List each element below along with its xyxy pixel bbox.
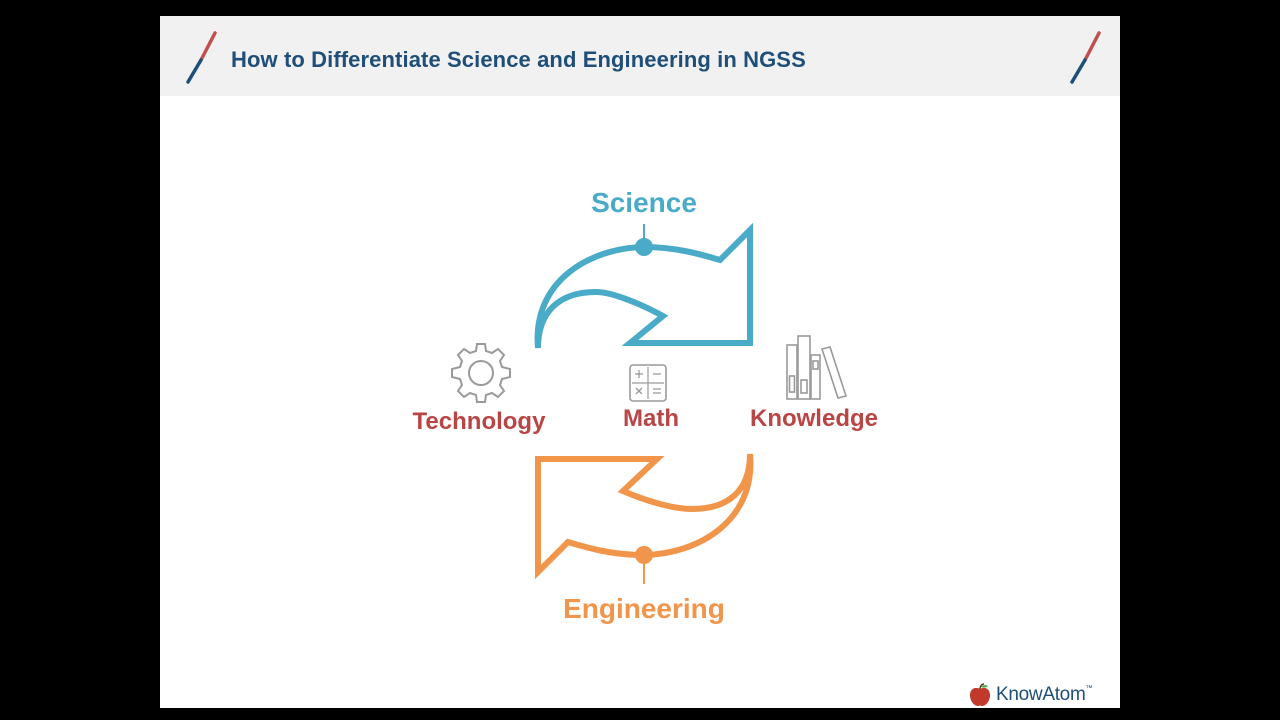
slide-header: How to Differentiate Science and Enginee… [160, 16, 1120, 96]
engineering-label: Engineering [563, 593, 725, 624]
knowledge-label: Knowledge [750, 405, 878, 432]
engineering-cycle-arrow [535, 453, 754, 584]
science-node-dot [635, 238, 653, 256]
technology-label: Technology [413, 408, 547, 435]
gear-icon [451, 343, 511, 403]
science-label: Science [591, 187, 697, 218]
slide: How to Differentiate Science and Enginee… [160, 16, 1120, 708]
engineering-node-dot [635, 546, 653, 564]
science-engineering-diagram: Science Engineering Technology [413, 187, 878, 624]
math-label: Math [623, 405, 679, 432]
decorative-slash-icon [1070, 31, 1101, 84]
apple-icon [970, 683, 990, 706]
knowatom-logo: KnowAtom ™ [968, 682, 1092, 708]
calculator-icon [629, 364, 667, 402]
logo-text: KnowAtom [996, 684, 1086, 705]
logo-trademark: ™ [1085, 685, 1093, 692]
slide-title: How to Differentiate Science and Enginee… [231, 47, 806, 72]
books-icon [786, 335, 848, 400]
decorative-slash-icon [186, 31, 217, 84]
science-cycle-arrow [534, 222, 753, 349]
